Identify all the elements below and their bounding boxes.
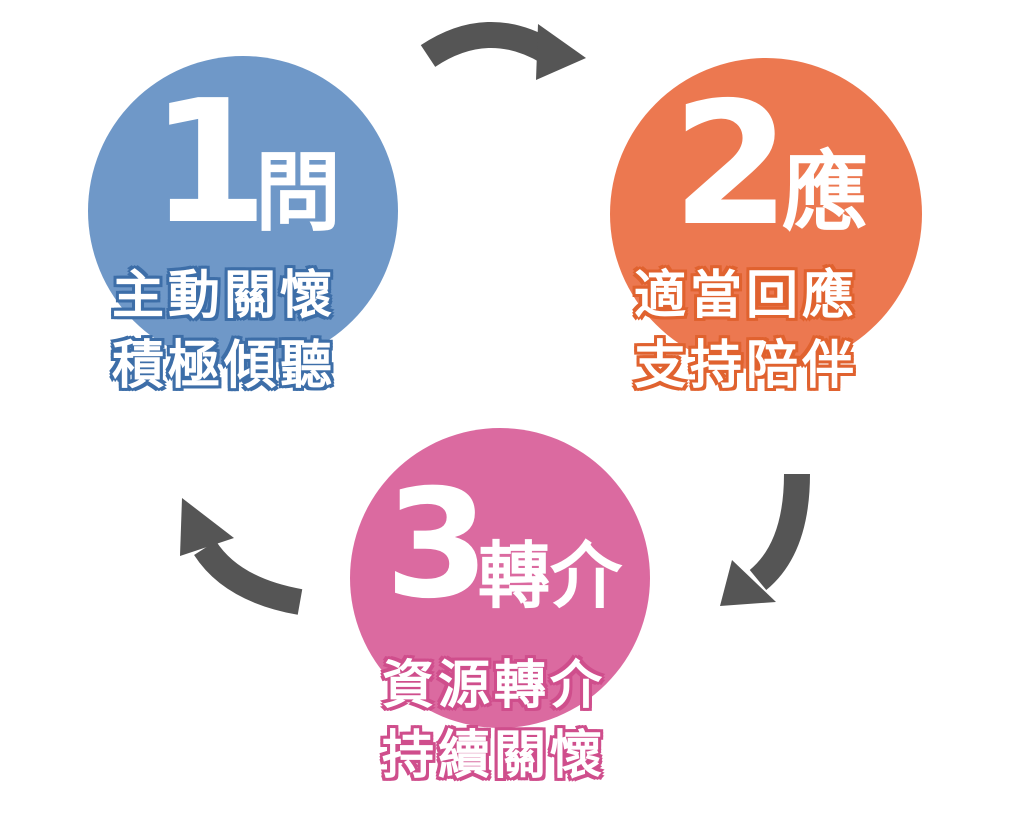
step-1-number: 1 bbox=[150, 64, 269, 262]
arrow-step-1-to-2-icon bbox=[420, 22, 586, 80]
step-2-circle bbox=[610, 58, 922, 370]
arrow-step-2-to-3-icon bbox=[720, 473, 810, 606]
step-2-heading: 應 bbox=[782, 143, 868, 243]
step-3-line-2: 持續關懷 bbox=[382, 726, 607, 786]
step-1-circle bbox=[88, 56, 398, 366]
step-2-line-1: 適當回應 bbox=[634, 266, 859, 326]
arrow-step-3-to-1-icon bbox=[180, 498, 303, 615]
step-3-line-1: 資源轉介 bbox=[382, 656, 607, 716]
step-2-number: 2 bbox=[672, 66, 791, 264]
step-2-line-2: 支持陪伴 bbox=[634, 336, 859, 396]
step-1-line-2: 積極傾聽 bbox=[112, 336, 337, 396]
step-1-heading: 問 bbox=[255, 143, 341, 243]
step-3-number: 3 bbox=[385, 458, 490, 632]
step-3-circle bbox=[350, 428, 650, 728]
step-1-line-1: 主動關懷 bbox=[112, 266, 337, 326]
step-3-heading: 轉介 bbox=[478, 534, 623, 618]
